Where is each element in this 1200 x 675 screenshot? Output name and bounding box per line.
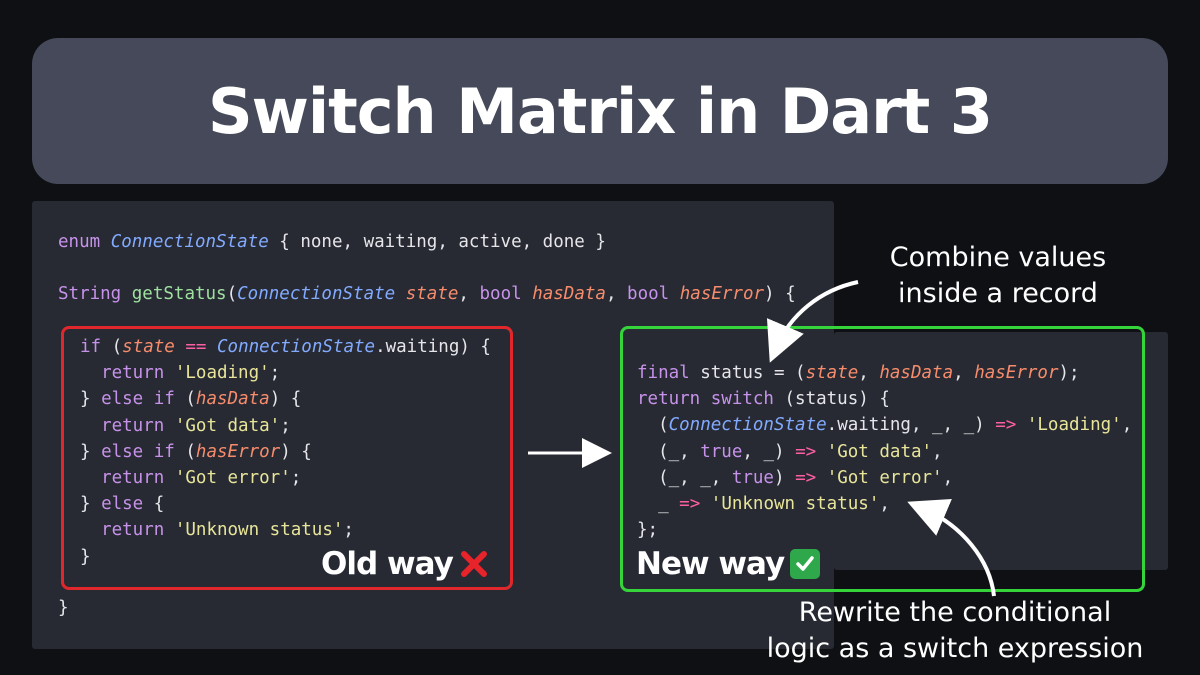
code-header: enum ConnectionState { none, waiting, ac… <box>58 232 796 305</box>
check-icon <box>790 549 821 579</box>
code-closing-brace: } <box>58 598 69 618</box>
record-arrow <box>766 280 859 363</box>
old-way-label: Old way <box>321 546 489 582</box>
annotation-record: Combine values inside a record <box>889 242 1107 309</box>
switch-arrow <box>907 498 996 597</box>
page-title: Switch Matrix in Dart 3 <box>207 74 993 148</box>
annotation-switch: Rewrite the conditional logic as a switc… <box>766 597 1144 664</box>
old-way-highlight <box>61 326 513 590</box>
code-panel-right <box>834 332 1168 570</box>
code-panel-left <box>32 201 834 649</box>
code-new-way: final status = (state, hasData, hasError… <box>637 363 1133 541</box>
new-way-highlight <box>620 326 1145 592</box>
title-banner: Switch Matrix in Dart 3 <box>32 38 1168 184</box>
new-way-label: New way <box>636 546 821 582</box>
cross-icon <box>460 551 487 577</box>
code-old-way: if (state == ConnectionState.waiting) { … <box>80 337 491 567</box>
